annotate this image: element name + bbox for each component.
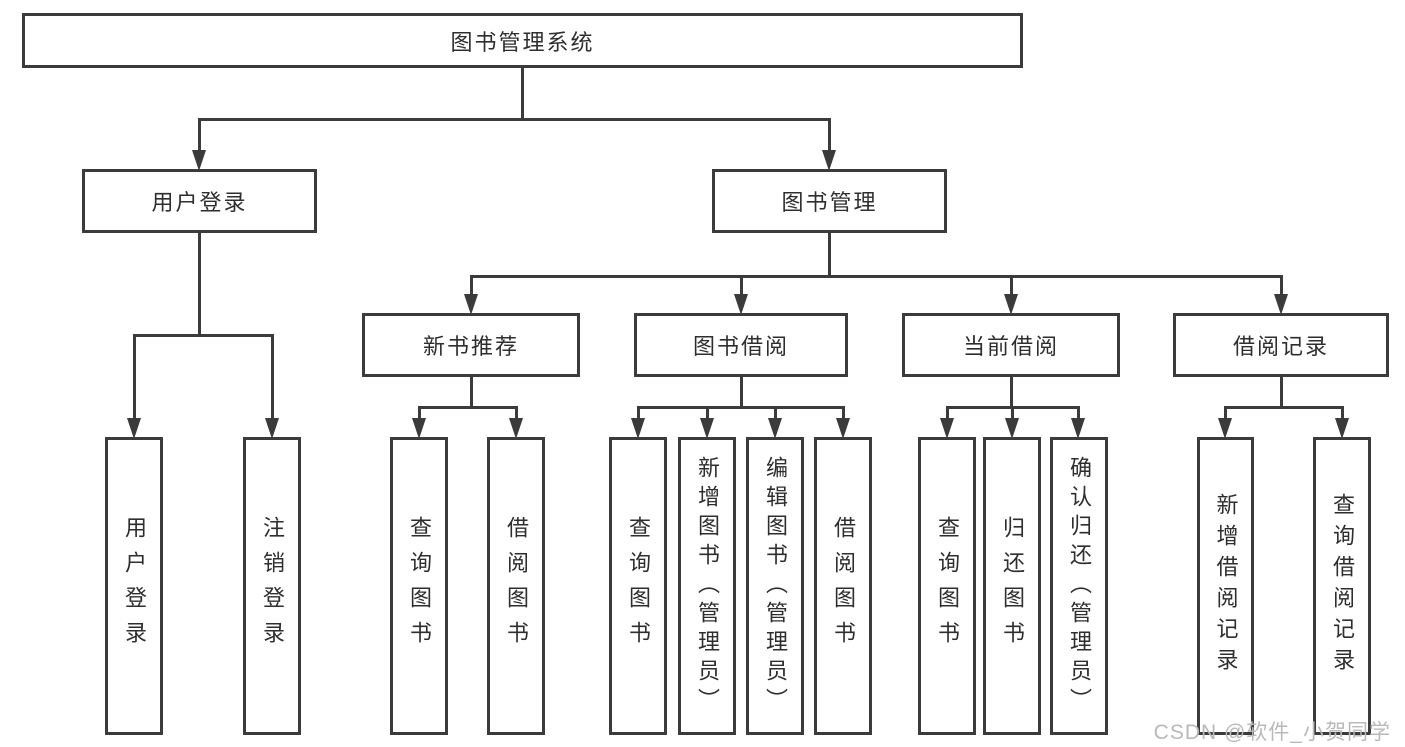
- arrowhead-down-icon: [822, 150, 836, 171]
- node-label: 图书借阅: [692, 334, 789, 359]
- node-label: 当前借阅: [962, 334, 1059, 359]
- node-label: 借阅记录: [1232, 334, 1329, 359]
- arrowhead-down-icon: [1004, 294, 1018, 315]
- node-library-management-system: 图书管理系统: [22, 13, 1023, 68]
- arrowhead-down-icon: [192, 150, 206, 171]
- connector-line-v: [133, 334, 136, 423]
- leaf-user-login: 用户登录: [105, 437, 163, 735]
- arrowhead-down-icon: [940, 418, 954, 439]
- node-book-management: 图书管理: [712, 169, 947, 233]
- arrowhead-down-icon: [1274, 294, 1288, 315]
- node-label: 借阅图书: [504, 516, 529, 656]
- node-label: 图书管理系统: [450, 29, 595, 55]
- connector-line-v: [828, 118, 831, 155]
- leaf-edit-book-admin: 编辑图书（管理员）: [746, 437, 804, 735]
- connector-line-v: [198, 118, 201, 155]
- arrowhead-down-icon: [412, 418, 426, 439]
- arrowhead-down-icon: [734, 294, 748, 315]
- arrowhead-down-icon: [509, 418, 523, 439]
- connector-line-v: [1280, 377, 1283, 409]
- connector-line-v: [774, 406, 777, 423]
- watermark: CSDN @软件_小贺同学: [1153, 721, 1391, 744]
- arrowhead-down-icon: [768, 418, 782, 439]
- connector-line-h: [133, 334, 274, 337]
- node-label: 用户登录: [151, 190, 248, 215]
- connector-line-h: [470, 275, 1283, 278]
- node-label: 查询图书: [407, 516, 432, 656]
- connector-line-v: [1077, 406, 1080, 423]
- node-label: 查询图书: [626, 516, 651, 656]
- leaf-query-borrow-record: 查询借阅记录: [1313, 437, 1371, 735]
- connector-line-v: [1224, 406, 1227, 423]
- connector-line-v: [1010, 377, 1013, 409]
- arrowhead-down-icon: [1218, 418, 1232, 439]
- connector-line-v: [470, 377, 473, 409]
- node-label: 确认归还（管理员）: [1067, 455, 1092, 717]
- leaf-confirm-return-admin: 确认归还（管理员）: [1050, 437, 1108, 735]
- connector-line-v: [521, 68, 524, 121]
- connector-line-h: [637, 406, 845, 409]
- arrowhead-down-icon: [631, 418, 645, 439]
- node-user-login: 用户登录: [82, 169, 317, 233]
- connector-line-v: [515, 406, 518, 423]
- connector-line-h: [418, 406, 518, 409]
- connector-line-h: [1224, 406, 1344, 409]
- leaf-query-books-borrowing: 查询图书: [609, 437, 667, 735]
- arrowhead-down-icon: [1335, 418, 1349, 439]
- node-label: 新书推荐: [422, 334, 519, 359]
- connector-line-v: [1010, 275, 1013, 299]
- leaf-borrow-books-recommend: 借阅图书: [487, 437, 545, 735]
- connector-line-v: [842, 406, 845, 423]
- node-label: 借阅图书: [831, 516, 856, 656]
- connector-line-v: [637, 406, 640, 423]
- node-label: 查询图书: [935, 516, 960, 656]
- node-label: 注销登录: [260, 516, 285, 656]
- connector-line-v: [1341, 406, 1344, 423]
- leaf-add-book-admin: 新增图书（管理员）: [678, 437, 736, 735]
- connector-line-v: [740, 377, 743, 409]
- node-current-borrowing: 当前借阅: [902, 313, 1120, 377]
- connector-line-v: [198, 233, 201, 337]
- leaf-logout-login: 注销登录: [243, 437, 301, 735]
- leaf-query-books-recommend: 查询图书: [390, 437, 448, 735]
- node-label: 编辑图书（管理员）: [763, 455, 788, 717]
- connector-line-v: [740, 275, 743, 299]
- arrowhead-down-icon: [1005, 418, 1019, 439]
- connector-line-v: [1280, 275, 1283, 299]
- leaf-query-books-current: 查询图书: [918, 437, 976, 735]
- node-label: 新增图书（管理员）: [695, 455, 720, 717]
- leaf-return-books: 归还图书: [983, 437, 1041, 735]
- arrowhead-down-icon: [464, 294, 478, 315]
- node-label: 归还图书: [1000, 516, 1025, 656]
- connector-line-v: [828, 233, 831, 278]
- connector-line-v: [271, 334, 274, 423]
- leaf-borrow-books-borrowing: 借阅图书: [814, 437, 872, 735]
- node-label: 用户登录: [122, 516, 147, 656]
- arrowhead-down-icon: [700, 418, 714, 439]
- arrowhead-down-icon: [265, 418, 279, 439]
- node-label: 查询借阅记录: [1330, 493, 1355, 679]
- node-book-borrowing: 图书借阅: [634, 313, 848, 377]
- node-borrowing-records: 借阅记录: [1173, 313, 1389, 377]
- connector-line-v: [470, 275, 473, 299]
- connector-line-v: [946, 406, 949, 423]
- node-label: 新增借阅记录: [1213, 493, 1239, 679]
- arrowhead-down-icon: [1071, 418, 1085, 439]
- arrowhead-down-icon: [836, 418, 850, 439]
- node-new-book-recommendation: 新书推荐: [362, 313, 580, 377]
- arrowhead-down-icon: [127, 418, 141, 439]
- connector-line-v: [418, 406, 421, 423]
- connector-line-v: [1011, 406, 1014, 423]
- leaf-add-borrow-record: 新增借阅记录: [1197, 437, 1254, 735]
- connector-line-h: [198, 118, 831, 121]
- node-label: 图书管理: [781, 190, 878, 215]
- connector-line-v: [706, 406, 709, 423]
